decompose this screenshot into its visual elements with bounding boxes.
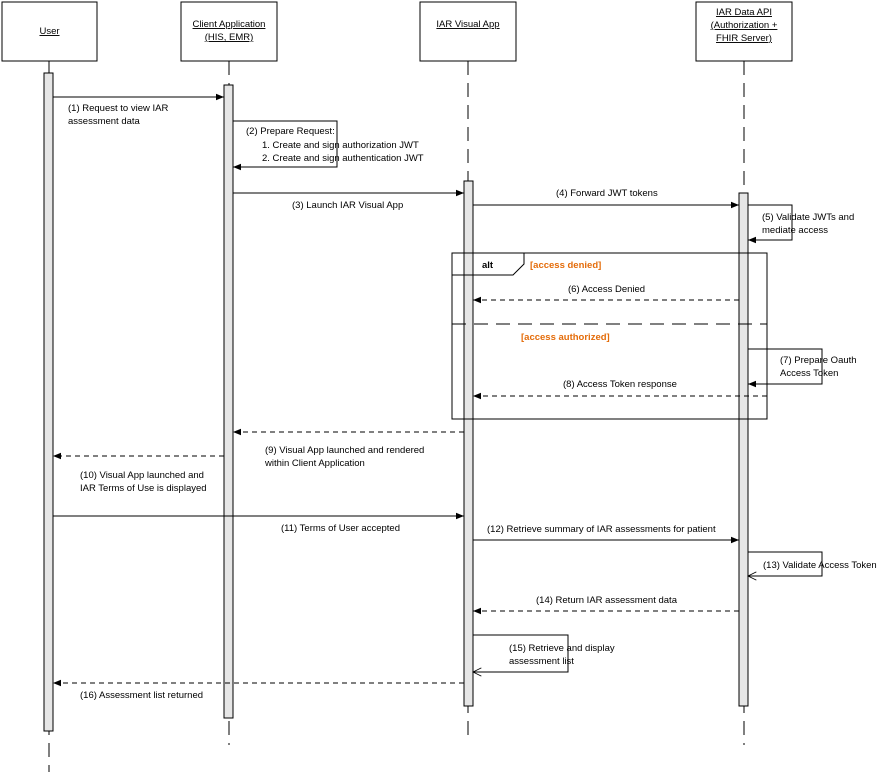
message-4-label: (4) Forward JWT tokens [556,188,658,199]
participant-api-label-line2: (Authorization + [711,20,778,31]
participant-client-label-line2: (HIS, EMR) [205,32,254,43]
message-15-arrow [473,634,569,672]
message-16-label: (16) Assessment list returned [80,690,203,701]
alt-fragment: alt [access denied] [access authorized] [451,252,768,420]
message-5-arrow [748,204,793,244]
message-3-label: (3) Launch IAR Visual App [292,200,403,211]
activation-client [223,84,234,719]
participant-user-label: User [39,26,59,37]
activation-user [43,72,54,732]
message-5-label-line1: (5) Validate JWTs and [762,212,854,223]
guard-access-denied: [access denied] [530,260,601,271]
message-2-label-line3: 2. Create and sign authentication JWT [262,153,424,164]
message-6-label: (6) Access Denied [568,284,645,295]
message-2-arrow [233,120,338,171]
activation-api [738,192,749,707]
message-7-label-line2: Access Token [780,368,838,379]
message-15-label-line2: assessment list [509,656,574,667]
alt-fragment-tab [452,252,525,276]
participant-iar-visual-app: IAR Visual App [419,1,517,62]
message-13-label: (13) Validate Access Token [763,560,877,571]
message-9-label-line1: (9) Visual App launched and rendered [265,445,424,456]
message-2-label-line2: 1. Create and sign authorization JWT [262,140,419,151]
message-11-label: (11) Terms of User accepted [281,523,400,534]
message-1-label-line2: assessment data [68,116,141,127]
message-14-label: (14) Return IAR assessment data [536,595,678,606]
participant-api-label-line1: IAR Data API [716,7,772,18]
message-7-arrow [748,348,823,388]
message-12-label: (12) Retrieve summary of IAR assessments… [487,524,716,535]
message-9-label-line2: within Client Application [264,458,365,469]
participant-api-label-line3: FHIR Server) [716,33,772,44]
message-5-label-line2: mediate access [762,225,828,236]
message-10-label-line2: IAR Terms of Use is displayed [80,483,207,494]
message-10-label-line1: (10) Visual App launched and [80,470,204,481]
message-8-label: (8) Access Token response [563,379,677,390]
participant-client-label-line1: Client Application [193,19,266,30]
alt-fragment-label: alt [482,260,494,271]
participant-iar-data-api: IAR Data API (Authorization + FHIR Serve… [695,1,793,62]
message-1-label-line1: (1) Request to view IAR [68,103,168,114]
activation-visual [463,180,474,707]
participant-user: User [1,1,98,62]
message-15-label-line1: (15) Retrieve and display [509,643,615,654]
participant-visual-label: IAR Visual App [436,19,499,30]
message-2-label-line1: (2) Prepare Request: [246,126,335,137]
message-7-label-line1: (7) Prepare Oauth [780,355,857,366]
message-13-arrow [748,551,823,576]
participant-client-application: Client Application (HIS, EMR) [180,1,278,62]
guard-access-authorized: [access authorized] [521,332,610,343]
